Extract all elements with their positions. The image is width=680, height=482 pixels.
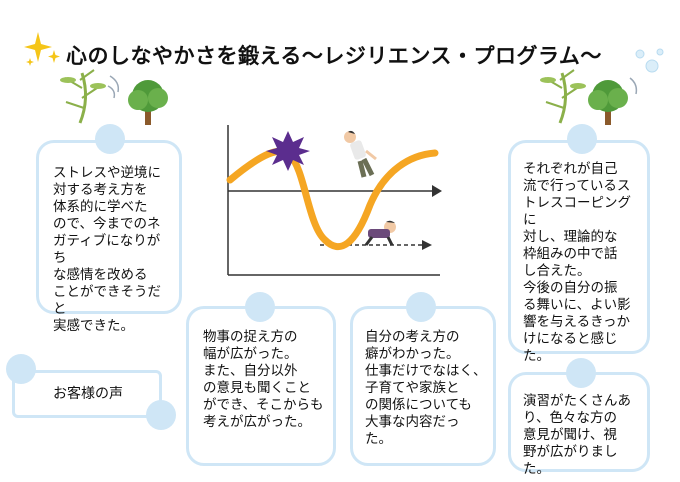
comment-card-right-bottom: 演習がたくさんあ り、色々な方の 意見が聞け、視 野が広がりました。 xyxy=(508,372,650,477)
card-dot xyxy=(245,292,275,322)
falling-person-icon xyxy=(344,130,377,178)
crawling-person-icon xyxy=(364,220,396,246)
customer-voice-label: お客様の声 xyxy=(53,386,123,402)
card-dot xyxy=(95,124,125,154)
comment-card-middle-1: 物事の捉え方の 幅が広がった。 また、自分以外 の意見も聞くこと ができ、そこか… xyxy=(186,306,336,466)
customer-voice-label-box: お客様の声 xyxy=(12,370,162,418)
card-dot xyxy=(146,400,176,430)
resilience-graph xyxy=(226,125,442,276)
comment-text: 物事の捉え方の 幅が広がった。 また、自分以外 の意見も聞くこと ができ、そこか… xyxy=(203,329,324,430)
burst-icon xyxy=(266,131,310,171)
card-dot xyxy=(567,124,597,154)
sparkle-icon xyxy=(24,32,60,66)
card-dot xyxy=(566,358,596,388)
comment-card-right-top: それぞれが自己 流で行っているス トレスコーピングに 対し、理論的な 枠組みの中… xyxy=(508,140,650,364)
comment-text: ストレスや逆境に 対する考え方を 体系的に学べた ので、今までのネ ガティブにな… xyxy=(53,165,161,334)
comment-text: 自分の考え方の 癖がわかった。 仕事だけでなはく、 子育てや家族と の関係につい… xyxy=(365,329,487,447)
bubbles-icon xyxy=(635,48,664,73)
bamboo-tree-icon xyxy=(60,69,168,125)
bamboo-tree-icon xyxy=(540,69,638,125)
comment-card-middle-2: 自分の考え方の 癖がわかった。 仕事だけでなはく、 子育てや家族と の関係につい… xyxy=(350,306,496,466)
page-title: 心のしなやかさを鍛える～レジリエンス・プログラム～ xyxy=(66,44,602,68)
comment-text: 演習がたくさんあ り、色々な方の 意見が聞け、視 野が広がりました。 xyxy=(523,393,631,477)
card-dot xyxy=(406,292,436,322)
card-dot xyxy=(6,354,36,384)
comment-text: それぞれが自己 流で行っているス トレスコーピングに 対し、理論的な 枠組みの中… xyxy=(523,161,631,364)
comment-card-left: ストレスや逆境に 対する考え方を 体系的に学べた ので、今までのネ ガティブにな… xyxy=(36,140,182,334)
